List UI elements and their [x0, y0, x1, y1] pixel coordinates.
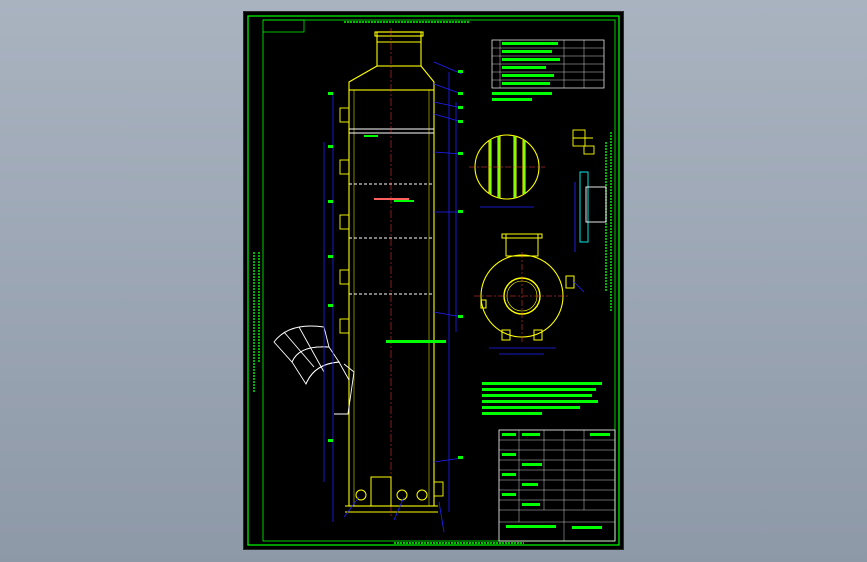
elbow-duct	[273, 325, 355, 415]
parts-table	[491, 39, 605, 101]
section-view-top	[469, 134, 545, 208]
bottom-manholes	[355, 476, 428, 507]
margin-notes	[253, 21, 612, 544]
technical-notes	[482, 382, 602, 415]
title-block	[498, 429, 616, 542]
side-nozzles	[339, 107, 444, 497]
dimension-lines	[323, 61, 463, 533]
vessel-column[interactable]	[345, 31, 438, 513]
dimension-ticks	[328, 70, 463, 459]
sheet-border	[247, 15, 620, 546]
drawing-sheet[interactable]	[243, 11, 624, 550]
tray-assemblies	[349, 128, 434, 295]
leader-notes	[364, 135, 446, 343]
cad-drawing[interactable]	[244, 12, 623, 549]
detail-views	[572, 129, 607, 252]
section-view-bottom	[474, 233, 585, 355]
